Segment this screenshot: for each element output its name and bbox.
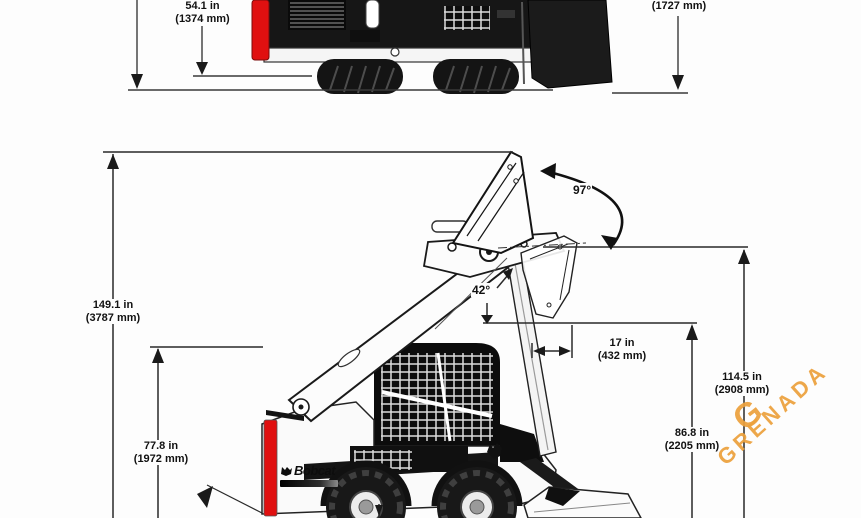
bucket-rolled-back bbox=[451, 150, 535, 255]
top-tires bbox=[317, 59, 519, 94]
model-bar bbox=[280, 480, 338, 487]
bobcat-logo-text: Bobcat bbox=[294, 463, 336, 478]
dim-dump-height-inches: 86.8 in bbox=[653, 427, 731, 440]
dimension-label-dump-height: 86.8 in (2205 mm) bbox=[653, 427, 731, 452]
rollback-angle-arc bbox=[540, 163, 624, 250]
top-bucket bbox=[521, 0, 613, 89]
dim-54-mm: (1374 mm) bbox=[160, 12, 245, 25]
dim-dump-height-mm: (2205 mm) bbox=[653, 439, 731, 452]
side-dimension-lines bbox=[103, 151, 748, 518]
rear-red-panel bbox=[263, 419, 278, 517]
dimension-label-height-to-cab: 77.8 in (1972 mm) bbox=[122, 440, 200, 465]
dim-cab-height-mm: (1972 mm) bbox=[122, 452, 200, 465]
top-dimension-lines bbox=[128, 0, 688, 94]
dim-1727-mm: (1727 mm) bbox=[637, 0, 721, 13]
dim-lift-height-inches: 114.5 in bbox=[703, 371, 781, 384]
top-dimension-arrows bbox=[131, 62, 684, 90]
dim-overall-height-inches: 149.1 in bbox=[74, 299, 152, 312]
dimension-label-1727mm: (1727 mm) bbox=[637, 0, 721, 13]
side-dimension-arrows bbox=[107, 154, 750, 516]
dimension-label-lift-height: 114.5 in (2908 mm) bbox=[703, 371, 781, 396]
dimension-label-54in: 54.1 in (1374 mm) bbox=[160, 0, 245, 25]
side-view-machine bbox=[261, 150, 642, 518]
bucket-on-ground bbox=[523, 486, 642, 518]
front-bobcat-emblem bbox=[487, 443, 502, 459]
bobcat-logo-icon bbox=[281, 467, 292, 476]
dim-54-inches: 54.1 in bbox=[160, 0, 245, 13]
dim-reach-mm: (432 mm) bbox=[585, 349, 659, 362]
front-wheel bbox=[437, 467, 517, 518]
hinge-centerline bbox=[497, 242, 587, 249]
dim-overall-height-mm: (3787 mm) bbox=[74, 311, 152, 324]
dim-reach-inches: 17 in bbox=[585, 337, 659, 350]
dim-lift-height-mm: (2908 mm) bbox=[703, 383, 781, 396]
angle-label-rollback: 97° bbox=[572, 183, 593, 197]
front-section-view bbox=[128, 0, 688, 94]
rear-wheel bbox=[326, 467, 406, 518]
angle-label-dump: 42° bbox=[471, 283, 492, 297]
dimension-label-dump-reach: 17 in (432 mm) bbox=[585, 337, 659, 362]
dim-cab-height-inches: 77.8 in bbox=[122, 440, 200, 453]
top-rear-red-panel bbox=[251, 0, 270, 61]
dimension-label-overall-height: 149.1 in (3787 mm) bbox=[74, 299, 152, 324]
